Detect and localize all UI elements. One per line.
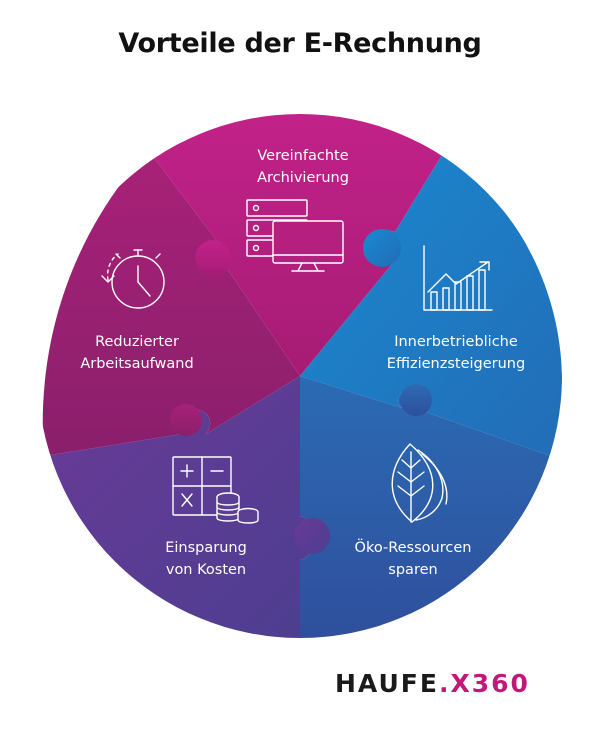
logo-dot: .	[438, 668, 451, 698]
segment-label-archivierung-2: Archivierung	[257, 170, 349, 186]
segment-label-oeko-2: sparen	[388, 562, 437, 578]
logo-brand: HAUFE	[335, 668, 439, 698]
segment-label-kosten-1: Einsparung	[165, 540, 247, 556]
segment-label-effizienz-2: Effizienzsteigerung	[387, 356, 525, 372]
segment-label-archivierung-1: Vereinfachte	[257, 148, 348, 164]
segment-label-arbeitsaufwand-2: Arbeitsaufwand	[80, 356, 193, 372]
server-monitor-icon	[246, 199, 344, 272]
page-title: Vorteile der E-Rechnung	[118, 28, 482, 59]
calculator-coins-icon	[172, 456, 259, 524]
stopwatch-icon	[101, 249, 165, 309]
segment-label-effizienz-1: Innerbetriebliche	[394, 334, 518, 350]
segment-label-oeko-1: Öko-Ressourcen	[355, 538, 472, 556]
segment-label-arbeitsaufwand-1: Reduzierter	[95, 334, 179, 350]
growth-chart-icon	[423, 245, 493, 311]
segment-arbeitsaufwand	[42, 150, 300, 456]
leaves-icon	[391, 443, 448, 523]
logo-suffix: X360	[450, 668, 530, 698]
haufe-x360-logo: HAUFE.X360	[335, 668, 530, 698]
segment-label-kosten-2: von Kosten	[166, 562, 246, 578]
